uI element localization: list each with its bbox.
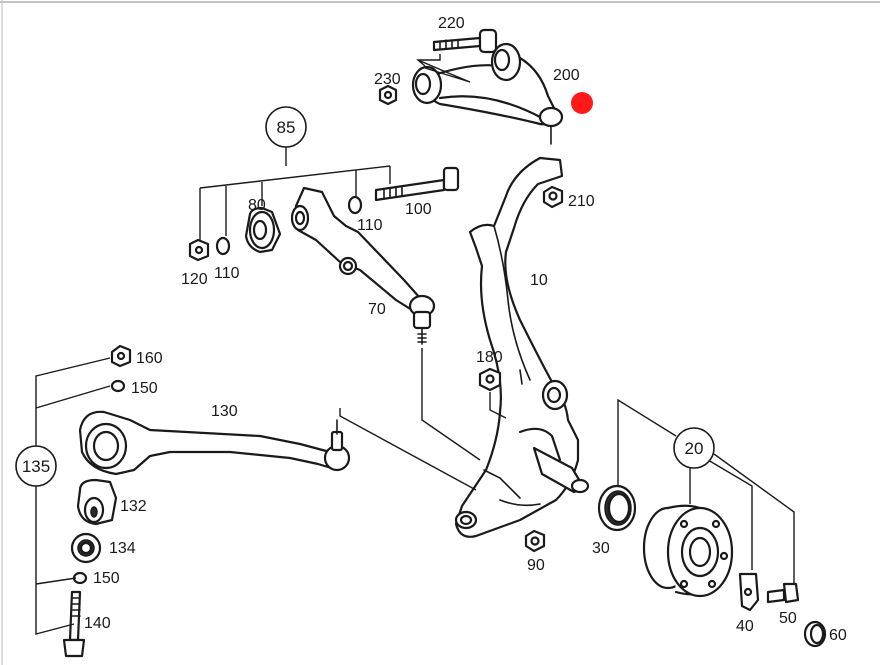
leader-20-seal [617, 398, 677, 486]
nut-180[interactable] [478, 367, 502, 392]
label-110-b[interactable]: 110 [214, 265, 240, 282]
sensor-40[interactable] [738, 572, 760, 612]
label-210[interactable]: 210 [568, 193, 595, 210]
label-150-a[interactable]: 150 [131, 380, 158, 397]
leader-20-bolt [713, 453, 795, 584]
nut-230[interactable] [378, 84, 398, 106]
label-132[interactable]: 132 [120, 498, 147, 515]
bushing-134[interactable] [70, 532, 102, 564]
label-40[interactable]: 40 [736, 618, 754, 635]
leader-70-knuckle [421, 348, 481, 461]
callout-85-text: 85 [277, 118, 296, 137]
leader-220 [416, 54, 441, 67]
label-10[interactable]: 10 [530, 272, 548, 289]
label-150-b[interactable]: 150 [93, 570, 120, 587]
label-160[interactable]: 160 [136, 350, 163, 367]
label-220[interactable]: 220 [438, 15, 465, 32]
washer-110-b[interactable] [215, 236, 231, 256]
leader-85-bar [199, 165, 391, 189]
callout-20-text: 20 [685, 439, 704, 458]
callout-135-text: 135 [22, 457, 50, 476]
label-50[interactable]: 50 [779, 610, 797, 627]
nut-90[interactable] [524, 529, 546, 553]
label-80[interactable]: 80 [248, 197, 266, 214]
callout-135[interactable]: 135 [15, 445, 57, 487]
washer-150-a[interactable] [110, 379, 126, 393]
seal-30[interactable] [597, 484, 637, 532]
leader-180 [489, 392, 507, 419]
bushing-132[interactable] [76, 478, 118, 526]
leader-135-bottom [35, 484, 75, 635]
label-70[interactable]: 70 [368, 301, 386, 318]
label-120[interactable]: 120 [181, 271, 208, 288]
label-100[interactable]: 100 [405, 201, 432, 218]
label-180[interactable]: 180 [476, 349, 503, 366]
bushing-80[interactable] [244, 206, 282, 254]
upper-control-arm[interactable] [411, 42, 564, 145]
label-30[interactable]: 30 [592, 540, 610, 557]
label-140[interactable]: 140 [84, 615, 111, 632]
label-90[interactable]: 90 [527, 557, 545, 574]
nut-160[interactable] [110, 344, 132, 368]
lower-arm-130[interactable] [78, 410, 351, 476]
label-110-a[interactable]: 110 [357, 217, 383, 234]
leader-135-top [35, 357, 111, 448]
leader-20-sensor [707, 459, 753, 570]
bolt-50[interactable] [766, 582, 800, 604]
bolt-100[interactable] [374, 166, 460, 202]
label-60[interactable]: 60 [829, 627, 847, 644]
lower-arm-70[interactable] [290, 186, 436, 345]
nut-210[interactable] [542, 185, 564, 209]
bolt-140[interactable] [62, 590, 86, 658]
steering-knuckle[interactable] [454, 156, 590, 538]
label-200[interactable]: 200 [553, 67, 580, 84]
label-134[interactable]: 134 [109, 540, 136, 557]
highlight-marker [571, 92, 593, 114]
callout-85[interactable]: 85 [265, 106, 307, 148]
nut-120[interactable] [188, 238, 210, 262]
cap-60[interactable] [803, 620, 827, 648]
wheel-hub[interactable] [642, 504, 734, 598]
callout-20[interactable]: 20 [673, 427, 715, 469]
leader-220-b [417, 59, 471, 83]
washer-110-a[interactable] [347, 195, 363, 215]
leader-135-150b [35, 577, 77, 585]
label-130[interactable]: 130 [211, 403, 238, 420]
leader-135-150a [35, 385, 111, 409]
bolt-220[interactable] [432, 28, 498, 54]
label-230[interactable]: 230 [374, 71, 401, 88]
leader-130-knuckle [339, 408, 477, 491]
